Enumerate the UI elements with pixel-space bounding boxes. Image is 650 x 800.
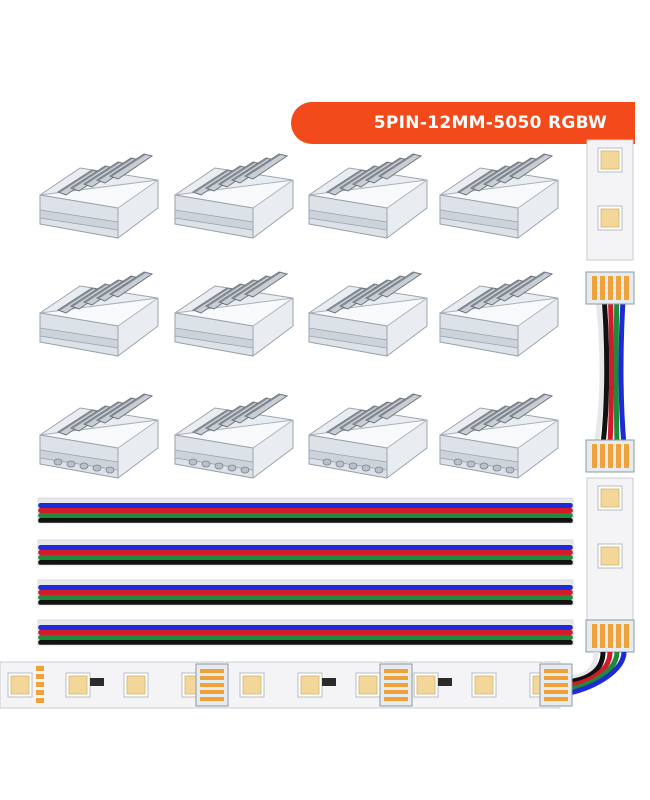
connector-clip xyxy=(174,271,294,357)
connector-clip xyxy=(439,393,559,479)
connector-clip xyxy=(174,153,294,239)
strip-connector xyxy=(585,619,635,653)
led-strips xyxy=(0,139,635,709)
strip-connector xyxy=(585,271,635,305)
jumper-cable xyxy=(37,539,574,566)
strip-connector xyxy=(195,663,229,707)
jumper-cables xyxy=(37,497,574,646)
jumper-cable xyxy=(37,579,574,606)
connector-clip xyxy=(39,153,159,239)
led-strip-horizontal xyxy=(0,661,561,709)
solder-pad xyxy=(36,698,44,703)
solder-pad xyxy=(36,690,44,695)
connector-clip xyxy=(308,393,428,479)
led-strip-vertical xyxy=(586,477,634,621)
strip-connector xyxy=(379,663,413,707)
connector-clip xyxy=(308,271,428,357)
product-title-banner: 5PIN-12MM-5050 RGBW xyxy=(291,102,635,144)
product-title: 5PIN-12MM-5050 RGBW xyxy=(373,113,607,133)
connector-clip xyxy=(174,393,294,479)
resistor xyxy=(438,678,452,686)
solder-pad xyxy=(36,674,44,679)
solder-pad xyxy=(36,682,44,687)
solder-pad xyxy=(36,666,44,671)
jumper-cable xyxy=(37,619,574,646)
jumper-cable xyxy=(37,497,574,524)
strip-connector xyxy=(585,439,635,473)
connector-clip xyxy=(39,271,159,357)
led-strip-vertical xyxy=(586,139,634,261)
connector-clip xyxy=(39,393,159,479)
resistor xyxy=(90,678,104,686)
connector-clips-grid xyxy=(39,153,559,479)
connector-clip xyxy=(439,271,559,357)
connector-clip xyxy=(308,153,428,239)
resistor xyxy=(322,678,336,686)
connector-clip xyxy=(439,153,559,239)
strip-connector xyxy=(539,663,573,707)
jumper-wire-vertical xyxy=(593,284,627,446)
